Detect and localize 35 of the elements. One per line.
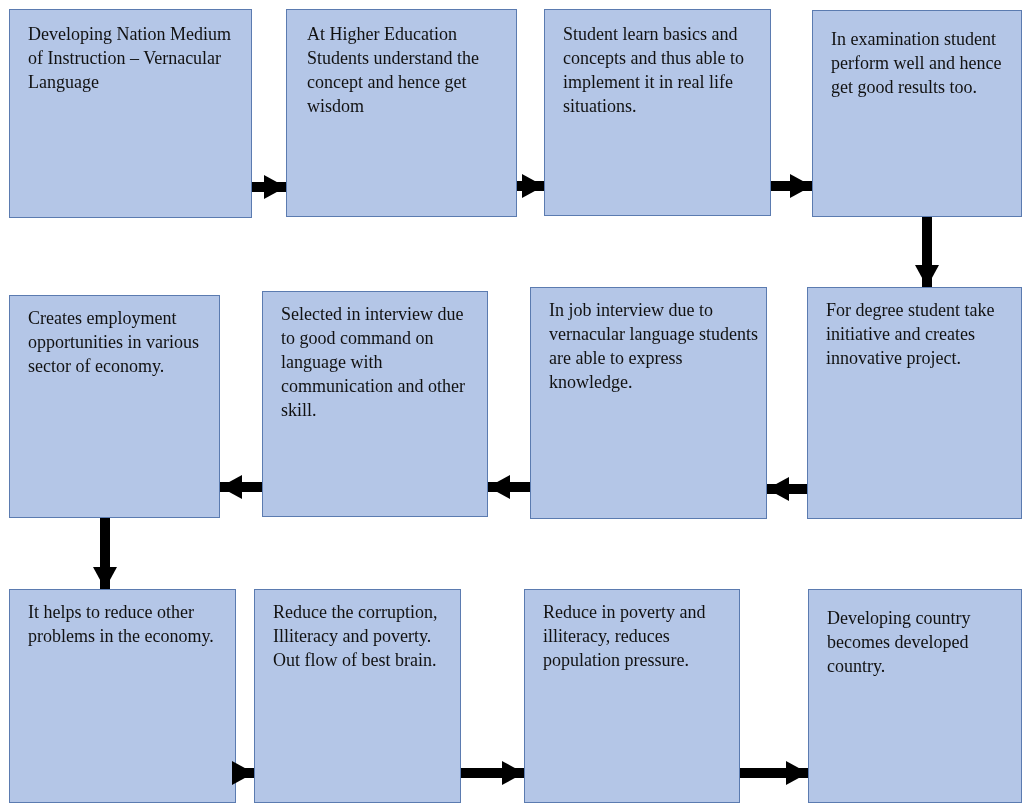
process-box <box>812 10 1022 217</box>
step-text: It helps to reduce other problems in the economy. <box>28 601 215 648</box>
step-text: Reduce in poverty and illiteracy, reduces population pressure. <box>543 601 707 672</box>
step-text: Creates employment opportunities in various sector of economy. <box>28 307 200 378</box>
step-text: Student learn basics and concepts and thus able to implement it in real life situations. <box>563 23 745 118</box>
step-text: At Higher Education Students understand the concept and hence get wisdom <box>307 23 480 118</box>
step-text: Developing country becomes developed country. <box>827 607 972 678</box>
arrow <box>232 761 254 785</box>
step-text: In examination student perform well and hence get good results too. <box>831 28 1003 99</box>
arrow <box>767 477 807 501</box>
process-box <box>9 9 252 218</box>
arrow <box>461 761 524 785</box>
process-box <box>544 9 771 216</box>
arrow <box>740 761 808 785</box>
process-box <box>254 589 461 803</box>
arrow <box>252 175 286 199</box>
process-box <box>9 589 236 803</box>
step-text: Developing Nation Medium of Instruction – Vernacular Language <box>28 23 232 94</box>
step-text: For degree student take initiative and creates innovative project. <box>826 299 996 370</box>
arrow <box>915 217 939 287</box>
arrow <box>771 174 812 198</box>
arrow <box>93 518 117 589</box>
process-box <box>286 9 517 217</box>
arrow <box>517 174 544 198</box>
step-text: Selected in interview due to good command on language with communication and other skill. <box>281 303 466 422</box>
process-box <box>807 287 1022 519</box>
step-text: Reduce the corruption, Illiteracy and poverty. Out flow of best brain. <box>273 601 439 672</box>
process-box <box>9 295 220 518</box>
step-text: In job interview due to vernacular language students are able to express knowledge. <box>549 299 758 394</box>
process-box <box>808 589 1022 803</box>
process-box <box>262 291 488 517</box>
arrow <box>488 475 530 499</box>
process-box <box>530 287 767 519</box>
process-box <box>524 589 740 803</box>
arrow <box>220 475 262 499</box>
